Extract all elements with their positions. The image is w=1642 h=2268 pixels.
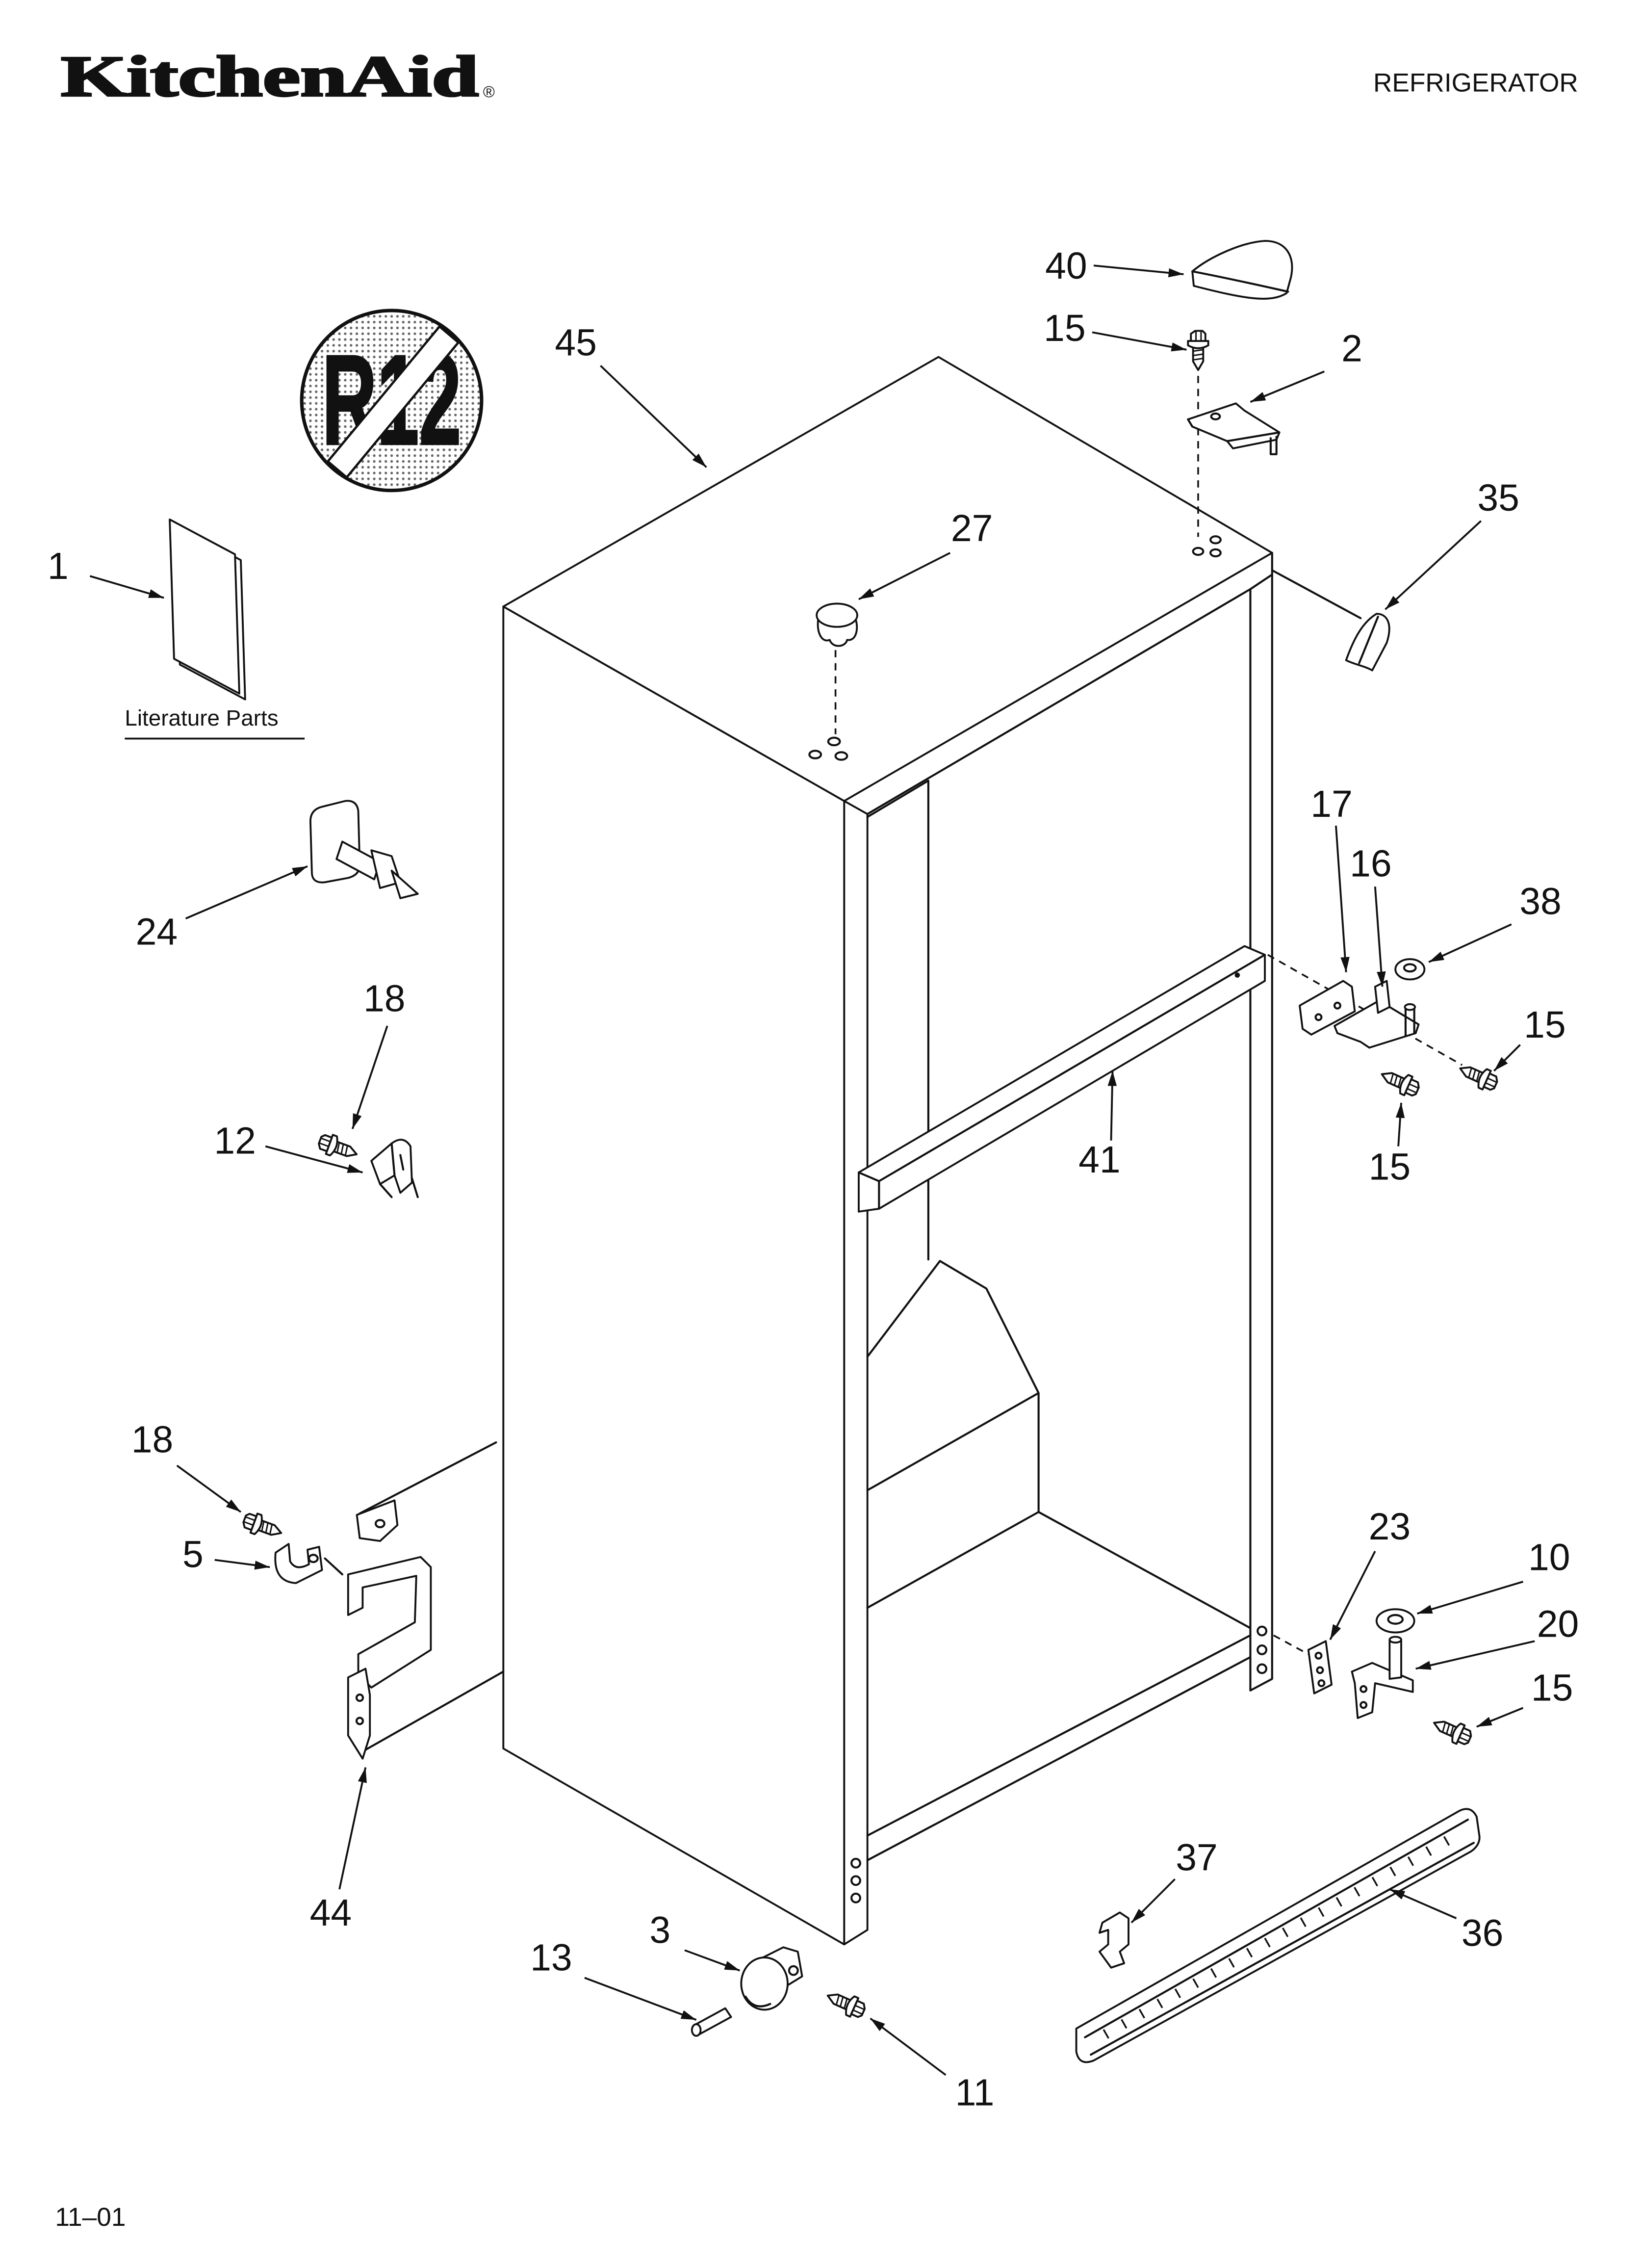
- leader-15-hinge-lower: [1395, 1102, 1405, 1147]
- callout-12: 12: [214, 1120, 256, 1162]
- part-20-bottom-hinge: [1351, 1636, 1414, 1719]
- leader-18-upper: [351, 1025, 388, 1129]
- part-17-hinge-plate: [1299, 980, 1356, 1036]
- leader-41: [1107, 1070, 1117, 1141]
- callout-45: 45: [555, 322, 597, 364]
- callout-15-hinge-right: 15: [1524, 1004, 1566, 1046]
- callout-38: 38: [1519, 880, 1562, 922]
- callout-44: 44: [310, 1892, 352, 1934]
- part-2-top-hinge: [1187, 402, 1281, 455]
- registered-mark: ®: [483, 83, 495, 101]
- callout-23: 23: [1369, 1506, 1411, 1548]
- callout-3: 3: [649, 1909, 670, 1951]
- callout-41: 41: [1078, 1139, 1121, 1181]
- callout-15-top: 15: [1044, 307, 1086, 349]
- callout-13: 13: [530, 1937, 572, 1979]
- leader-36: [1389, 1888, 1457, 1919]
- callout-15-hinge-lower: 15: [1369, 1146, 1411, 1188]
- callout-18-upper: 18: [363, 978, 406, 1020]
- part-10-washer: [1375, 1608, 1415, 1634]
- callout-35: 35: [1477, 477, 1519, 519]
- callout-leaders: [89, 264, 1535, 2076]
- leader-15-hinge-right: [1493, 1044, 1521, 1072]
- part-12-clip: [370, 1139, 419, 1199]
- leader-10: [1417, 1581, 1524, 1615]
- leader-18-lower: [176, 1464, 242, 1513]
- date-code: 11–01: [55, 2203, 126, 2232]
- callout-15-bottom-hinge: 15: [1531, 1667, 1573, 1709]
- part-3-roller: [740, 1946, 803, 2011]
- callout-37: 37: [1176, 1837, 1218, 1879]
- leader-16: [1374, 886, 1386, 987]
- part-35-hinge-cover: [1345, 613, 1390, 672]
- callout-1: 1: [48, 545, 69, 587]
- callout-11: 11: [955, 2072, 995, 2114]
- brand-logo: KitchenAid: [61, 44, 479, 108]
- leader-24: [185, 865, 308, 920]
- assembly-guide-lines: [324, 363, 1463, 1753]
- leader-38: [1428, 923, 1512, 963]
- product-title: REFRIGERATOR: [1373, 68, 1578, 97]
- part-45-cabinet: [502, 356, 1273, 1946]
- part-13-pin: [691, 2007, 732, 2037]
- leader-1: [89, 575, 164, 599]
- leader-17: [1335, 825, 1350, 972]
- leader-40: [1093, 264, 1184, 278]
- part-38-washer: [1394, 958, 1426, 981]
- leader-2: [1250, 370, 1325, 403]
- callout-10: 10: [1528, 1536, 1570, 1578]
- callout-18-lower: 18: [131, 1419, 174, 1461]
- leader-23: [1329, 1550, 1376, 1641]
- leader-27: [858, 552, 951, 600]
- part-41-divider-rail: [857, 945, 1266, 1213]
- callout-5: 5: [182, 1533, 204, 1575]
- part-1-literature-booklet: [169, 518, 246, 701]
- part-40-hinge-cap: [1191, 240, 1293, 300]
- part-37-clip: [1098, 1911, 1129, 1969]
- callout-17: 17: [1310, 783, 1353, 825]
- part-44-bracket: [347, 1499, 432, 1760]
- leader-5: [214, 1559, 270, 1570]
- leader-12: [265, 1145, 363, 1173]
- part-16-center-hinge: [1334, 980, 1420, 1049]
- part-36-toe-grille: [1075, 1808, 1481, 2063]
- part-23-shim: [1307, 1640, 1333, 1694]
- part-27-plug: [816, 602, 858, 647]
- callout-36: 36: [1462, 1912, 1504, 1954]
- callout-2: 2: [1341, 327, 1362, 369]
- symbol-slash: [326, 325, 460, 479]
- leader-35: [1385, 520, 1482, 610]
- leader-45: [600, 365, 707, 468]
- leader-13: [584, 1977, 697, 2021]
- leader-20: [1415, 1640, 1535, 1670]
- leader-37: [1130, 1878, 1176, 1924]
- callout-16: 16: [1350, 842, 1392, 885]
- part-5-clamp: [274, 1543, 323, 1584]
- no-r12-symbol: R12: [300, 309, 484, 493]
- literature-parts-label: Literature Parts: [125, 705, 278, 730]
- part-24-push-fastener: [309, 800, 419, 899]
- callout-24: 24: [136, 911, 178, 953]
- leader-15-bottom-hinge: [1476, 1707, 1524, 1728]
- callout-40: 40: [1045, 245, 1087, 287]
- leader-44: [338, 1767, 367, 1890]
- callout-numbers: 40 15 2 45 35 27 1 17 16 38 15 15 24 18 …: [48, 245, 1579, 2114]
- callout-27: 27: [951, 507, 993, 549]
- callout-20: 20: [1537, 1603, 1579, 1645]
- leader-11: [870, 2017, 947, 2076]
- leader-15-top: [1092, 331, 1187, 352]
- leader-3: [684, 1949, 741, 1972]
